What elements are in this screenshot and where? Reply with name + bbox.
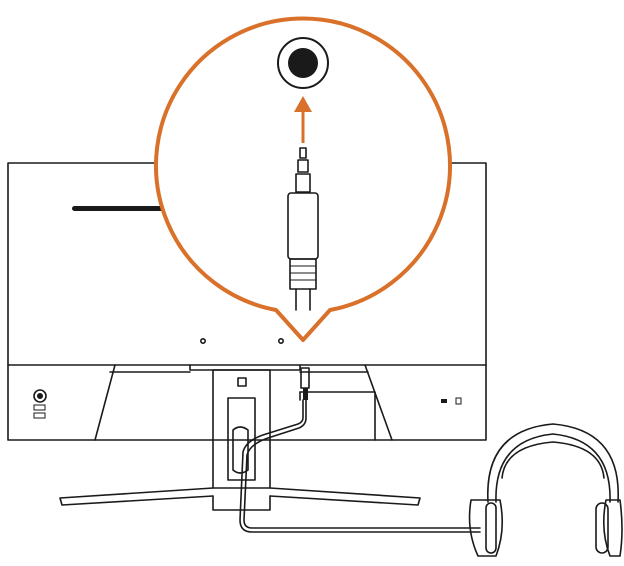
vesa-hole-right	[277, 337, 284, 344]
side-ports-icon	[441, 397, 462, 405]
vent-slot	[72, 206, 170, 211]
stand-icon	[59, 369, 421, 511]
vesa-hole-left	[200, 337, 207, 344]
zoom-callout-icon	[154, 16, 452, 342]
arrow-up-icon	[294, 96, 312, 143]
headphones-icon	[468, 423, 623, 557]
jack-opening-icon	[277, 37, 329, 89]
joystick-button-icon	[33, 389, 47, 419]
headphone-jack-icon	[300, 367, 310, 400]
audio-plug-icon	[287, 147, 319, 311]
audio-cable	[239, 399, 481, 533]
